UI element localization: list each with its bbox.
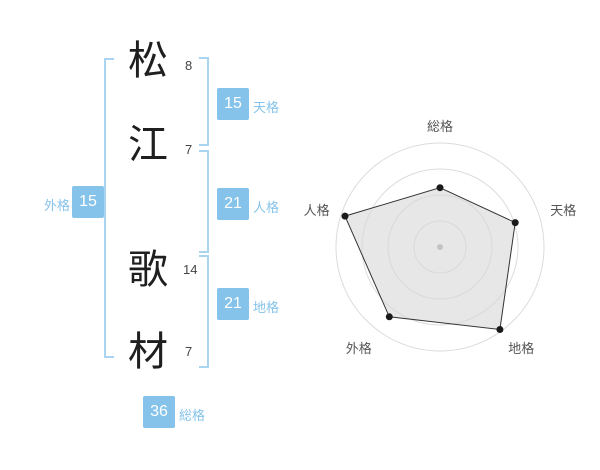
soukaku-label: 総格 — [179, 408, 206, 423]
tenkaku-label: 天格 — [253, 100, 280, 115]
name-char: 歌 — [128, 248, 168, 292]
stroke-count: 8 — [185, 58, 193, 73]
chikaku-label: 地格 — [253, 300, 280, 315]
radar-center-dot — [437, 244, 443, 250]
radar-axis-label: 天格 — [550, 203, 576, 218]
gaikaku-bracket — [104, 58, 114, 358]
stroke-count: 14 — [183, 262, 198, 277]
radar-chart-panel: 総格天格地格 外格 人格 — [290, 105, 590, 395]
stroke-count: 7 — [185, 142, 193, 157]
chikaku-bracket — [199, 255, 209, 368]
name-char: 江 — [128, 123, 168, 167]
radar-vertex-dot — [341, 212, 349, 220]
radar-vertex-dot — [496, 326, 504, 333]
stroke-count: 7 — [185, 344, 193, 359]
jinkaku-value-badge: 21 — [217, 188, 249, 220]
radar-axis-label: 人格 — [304, 203, 330, 218]
radar-axis-label: 外格 — [346, 341, 372, 356]
tenkaku-value-badge: 15 — [217, 88, 249, 120]
name-char: 材 — [128, 330, 168, 374]
chikaku-value-badge: 21 — [217, 288, 249, 320]
radar-axis-label: 総格 — [427, 119, 453, 134]
radar-axis-label: 地格 — [508, 341, 534, 356]
jinkaku-label: 人格 — [253, 200, 280, 215]
radar-grid-ring — [335, 142, 545, 352]
gaikaku-value-badge: 15 — [72, 186, 104, 218]
name-char: 松 — [128, 39, 168, 83]
tenkaku-bracket — [199, 57, 209, 146]
radar-polygon — [344, 187, 516, 331]
radar-vertex-dot — [436, 184, 444, 192]
radar-vertex-dot — [385, 313, 393, 321]
jinkaku-bracket — [199, 150, 209, 253]
soukaku-value-badge: 36 — [143, 396, 175, 428]
gaikaku-label: 外格 — [43, 198, 70, 213]
radar-vertex-dot — [511, 219, 519, 227]
